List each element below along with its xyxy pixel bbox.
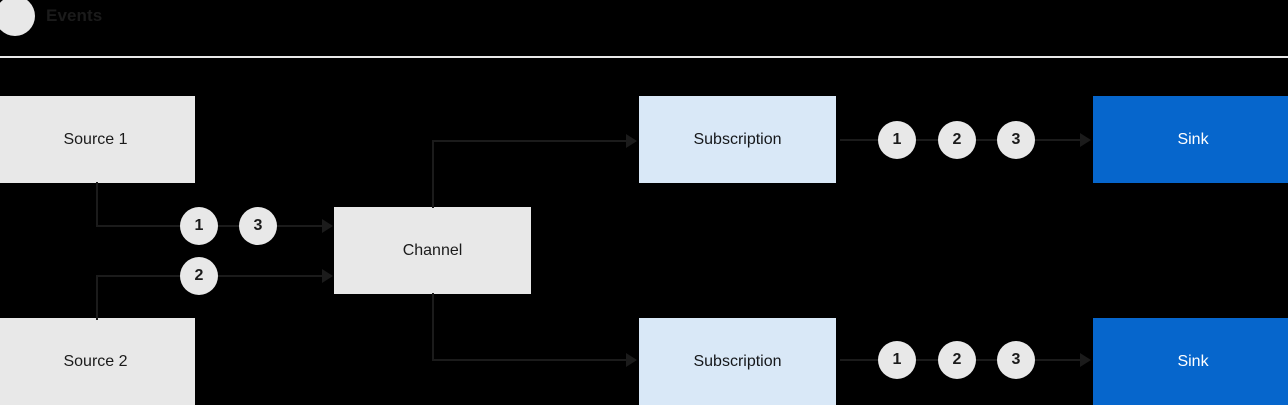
event-token-sink-bottom-3: 3 <box>997 341 1035 379</box>
node-subscription-top-label: Subscription <box>693 130 782 148</box>
node-sink-top-label: Sink <box>1177 130 1209 148</box>
arrowhead-source1-to-channel <box>322 219 333 233</box>
connector-source1-vertical <box>96 182 98 227</box>
arrowhead-source2-to-channel <box>322 269 333 283</box>
events-legend-label: Events <box>46 6 103 25</box>
arrowhead-channel-to-subscription-bottom <box>626 353 637 367</box>
connector-channel-up-vertical <box>432 140 434 208</box>
connector-source2-vertical <box>96 275 98 320</box>
node-source-2-label: Source 2 <box>63 352 128 370</box>
node-subscription-bottom-label: Subscription <box>693 352 782 370</box>
node-source-1[interactable]: Source 1 <box>0 96 195 183</box>
node-sink-top[interactable]: Sink <box>1093 96 1288 183</box>
event-token-sink-top-1: 1 <box>878 121 916 159</box>
node-source-2[interactable]: Source 2 <box>0 318 195 405</box>
node-sink-bottom[interactable]: Sink <box>1093 318 1288 405</box>
connector-channel-to-subscription-bottom <box>432 359 628 361</box>
event-token-sink-top-3: 3 <box>997 121 1035 159</box>
node-subscription-bottom[interactable]: Subscription <box>639 318 836 405</box>
events-legend-dot-icon <box>0 0 35 36</box>
event-token-source1-1: 1 <box>180 207 218 245</box>
node-subscription-top[interactable]: Subscription <box>639 96 836 183</box>
node-channel-label: Channel <box>402 241 463 259</box>
node-source-1-label: Source 1 <box>63 130 128 148</box>
arrowhead-subscription-bottom-to-sink <box>1080 353 1091 367</box>
connector-channel-down-vertical <box>432 293 434 361</box>
event-token-sink-bottom-1: 1 <box>878 341 916 379</box>
event-token-source2-2: 2 <box>180 257 218 295</box>
arrowhead-channel-to-subscription-top <box>626 134 637 148</box>
event-token-sink-top-2: 2 <box>938 121 976 159</box>
event-token-source1-3: 3 <box>239 207 277 245</box>
event-token-sink-bottom-2: 2 <box>938 341 976 379</box>
header-divider <box>0 56 1288 58</box>
arrowhead-subscription-top-to-sink <box>1080 133 1091 147</box>
node-sink-bottom-label: Sink <box>1177 352 1209 370</box>
node-channel[interactable]: Channel <box>334 207 531 294</box>
connector-channel-to-subscription-top <box>432 140 628 142</box>
